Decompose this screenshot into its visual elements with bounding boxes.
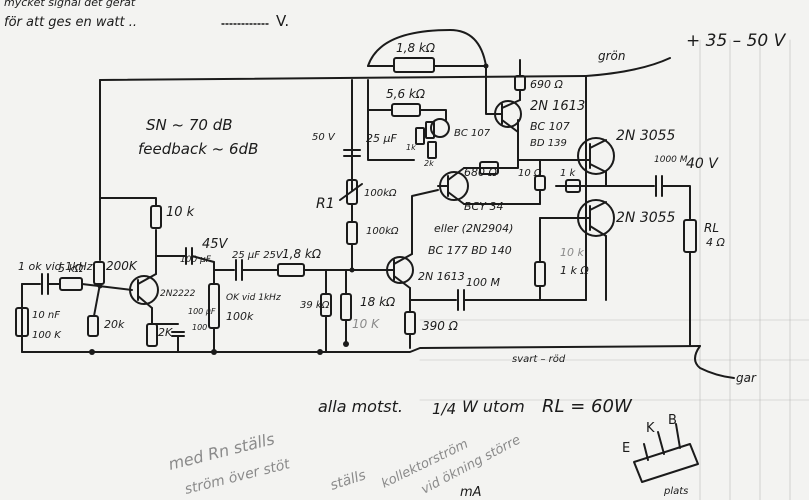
supply-wire-label: grön [598, 49, 626, 63]
stage1-c-main-label: 100 µF [180, 255, 212, 265]
input-r-series-label: 5 kΩ [58, 262, 84, 275]
stage1-cap-out-label: 25 µF 25V [232, 250, 284, 261]
stage1-transistor-label: 2N2222 [160, 289, 196, 299]
bias-transistor-block [367, 79, 450, 161]
driver-r18-label: 18 kΩ [360, 295, 396, 309]
driver-cap25-label: 25 µF [366, 132, 397, 145]
scribble-3: ställs [328, 467, 368, 493]
driver-bc107-small-label: BC 107 [454, 128, 491, 139]
output-r10k-label: 10 k [560, 246, 584, 259]
transistor-bcy34 [437, 119, 541, 205]
driver-v50-label: 50 V [312, 132, 336, 143]
input-r-bias-bot-label: 20k [104, 318, 125, 331]
input-c-shunt-label: 10 nF [32, 310, 60, 321]
output-load-label: RL [704, 221, 719, 235]
scribble-6: mA [460, 485, 482, 500]
transistor-2n3055-bot [539, 199, 615, 301]
transistor-2n1613-output [485, 59, 591, 161]
driver-r-mid2-label: 100kΩ [366, 226, 399, 237]
spec-feedback: feedback ~ 6dB [138, 140, 258, 158]
ground-wire-label: svart – röd [512, 354, 566, 365]
footer-frac: 1/4 [432, 400, 456, 418]
grid-paper [419, 39, 809, 500]
output-r690-label: 690 Ω [530, 78, 563, 91]
driver-alt2-label: BC 177 BD 140 [428, 244, 512, 257]
pinout-sketch [633, 423, 699, 483]
stage1-coupling [185, 247, 389, 353]
header-line2: för att ges en watt .. [4, 15, 137, 30]
pinout-k-label: K [646, 421, 655, 436]
output-bd139-label: BD 139 [530, 138, 567, 149]
supply-lead [585, 57, 671, 77]
pinout-e-label: E [622, 441, 630, 456]
supply-rail [99, 75, 587, 301]
output-bc107-label: BC 107 [530, 120, 570, 133]
output-cap-volt-label: 40 V [686, 156, 719, 172]
footer-rl: RL = 60W [542, 396, 633, 417]
driver-r-mid1-label: 100kΩ [364, 188, 397, 199]
driver-r10k-label: 10 K [352, 317, 380, 331]
footer-note2: W utom [462, 397, 525, 416]
stage1-r-emitter2-label: 100 [192, 323, 207, 332]
output-q-bot-label: 2N 3055 [616, 210, 676, 226]
input-network [15, 261, 133, 353]
driver-pot2-label: 2k [424, 159, 434, 168]
output-q-top-label: 2N 3055 [616, 128, 676, 144]
supply-label: + 35 – 50 V [686, 31, 787, 51]
feedback-resistor-top [367, 29, 489, 73]
stage1-supply-note: 45V [202, 237, 229, 252]
stage1-r-emitter-label: 2K [158, 326, 173, 339]
stage1-note-ok: OK vid 1kHz [226, 293, 281, 303]
driver-pot-label: 1k [406, 143, 416, 152]
output-2n1613-label: 2N 1613 [530, 99, 585, 114]
input-r-shunt-label: 100 K [32, 330, 62, 341]
r-top-label: 1,8 kΩ [396, 41, 436, 55]
stage1-r-out-label: 1,8 kΩ [282, 247, 322, 261]
footer-note1: alla motst. [318, 397, 403, 416]
driver-bias-chain [320, 79, 363, 353]
driver-r56-label: 5,6 kΩ [386, 87, 426, 101]
driver-2n1613-label: 2N 1613 [418, 270, 465, 283]
driver-rv-label: R1 [316, 196, 335, 212]
scribble-notes: med Rn ställs ström över stöt ställs kol… [166, 429, 523, 500]
driver-r680-label: 680 Ω [464, 166, 497, 179]
driver-bcy34-label: BCY 34 [464, 200, 503, 213]
driver-r390-label: 390 Ω [422, 319, 459, 333]
input-cap-label: 1 ok vid 1kHz [18, 260, 93, 273]
transistor-2n1613-driver [386, 189, 587, 349]
output-emitter-resistors [534, 159, 607, 301]
pinout-b-label: B [668, 413, 677, 428]
driver-c100m-label: 100 M [466, 276, 500, 289]
transistor-2n3055-top [577, 137, 615, 187]
transistor-q1 [99, 197, 187, 353]
output-r10-label: 10 Ω [518, 168, 542, 179]
spec-sn: SN ~ 70 dB [146, 116, 233, 134]
output-cap-label: 1000 M [654, 155, 688, 165]
header-unit: V. [276, 12, 289, 30]
stage1-c-emitter-label: 100 µF [188, 307, 216, 316]
driver-r39-label: 39 kΩ [300, 300, 330, 311]
input-r-bias-top-label: 200K [106, 259, 138, 273]
ground-label: gar [736, 371, 757, 385]
stage1-r-load-label: 100k [226, 310, 254, 323]
output-cap-and-load [605, 175, 697, 347]
driver-alt1-label: eller (2N2904) [434, 222, 513, 235]
header-line1: mycket signal det gerat [4, 0, 136, 9]
output-r1k-label: 1 k [560, 168, 577, 179]
stage1-r-collector-label: 10 k [166, 205, 195, 220]
pinout-note-label: plats [663, 486, 688, 497]
output-r1k-out-label: 1 k Ω [560, 264, 589, 277]
output-load-val-label: 4 Ω [706, 236, 725, 249]
